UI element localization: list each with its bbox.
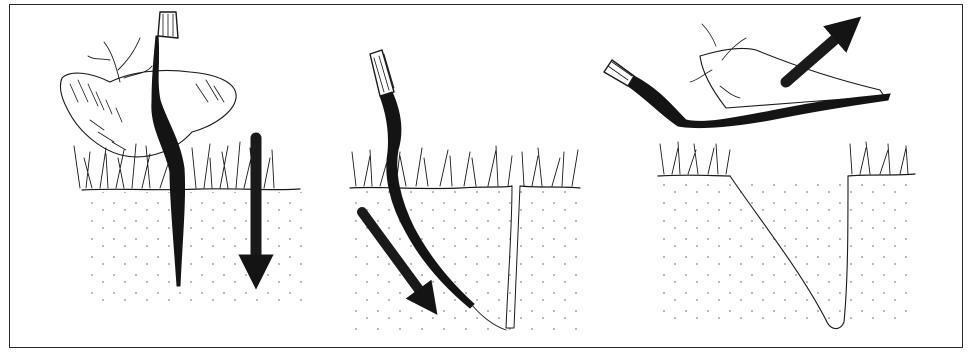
ground-line	[350, 186, 580, 189]
tool-handle	[370, 50, 394, 96]
soil-area	[352, 190, 580, 330]
panel-step-3	[604, 24, 915, 329]
soil-area	[660, 180, 915, 320]
tool-handle	[604, 60, 634, 86]
panel-step-1	[60, 12, 305, 302]
soil-area	[85, 192, 305, 302]
grass-icon	[352, 146, 578, 186]
roots-icon	[88, 38, 152, 82]
grass-icon	[660, 142, 908, 174]
roots-icon	[690, 24, 746, 98]
planting-bar-tool	[628, 76, 890, 128]
arrow-up-right-icon	[786, 28, 848, 82]
ground-line	[658, 174, 915, 176]
panel-step-2	[350, 50, 580, 330]
ground-line	[82, 189, 300, 190]
